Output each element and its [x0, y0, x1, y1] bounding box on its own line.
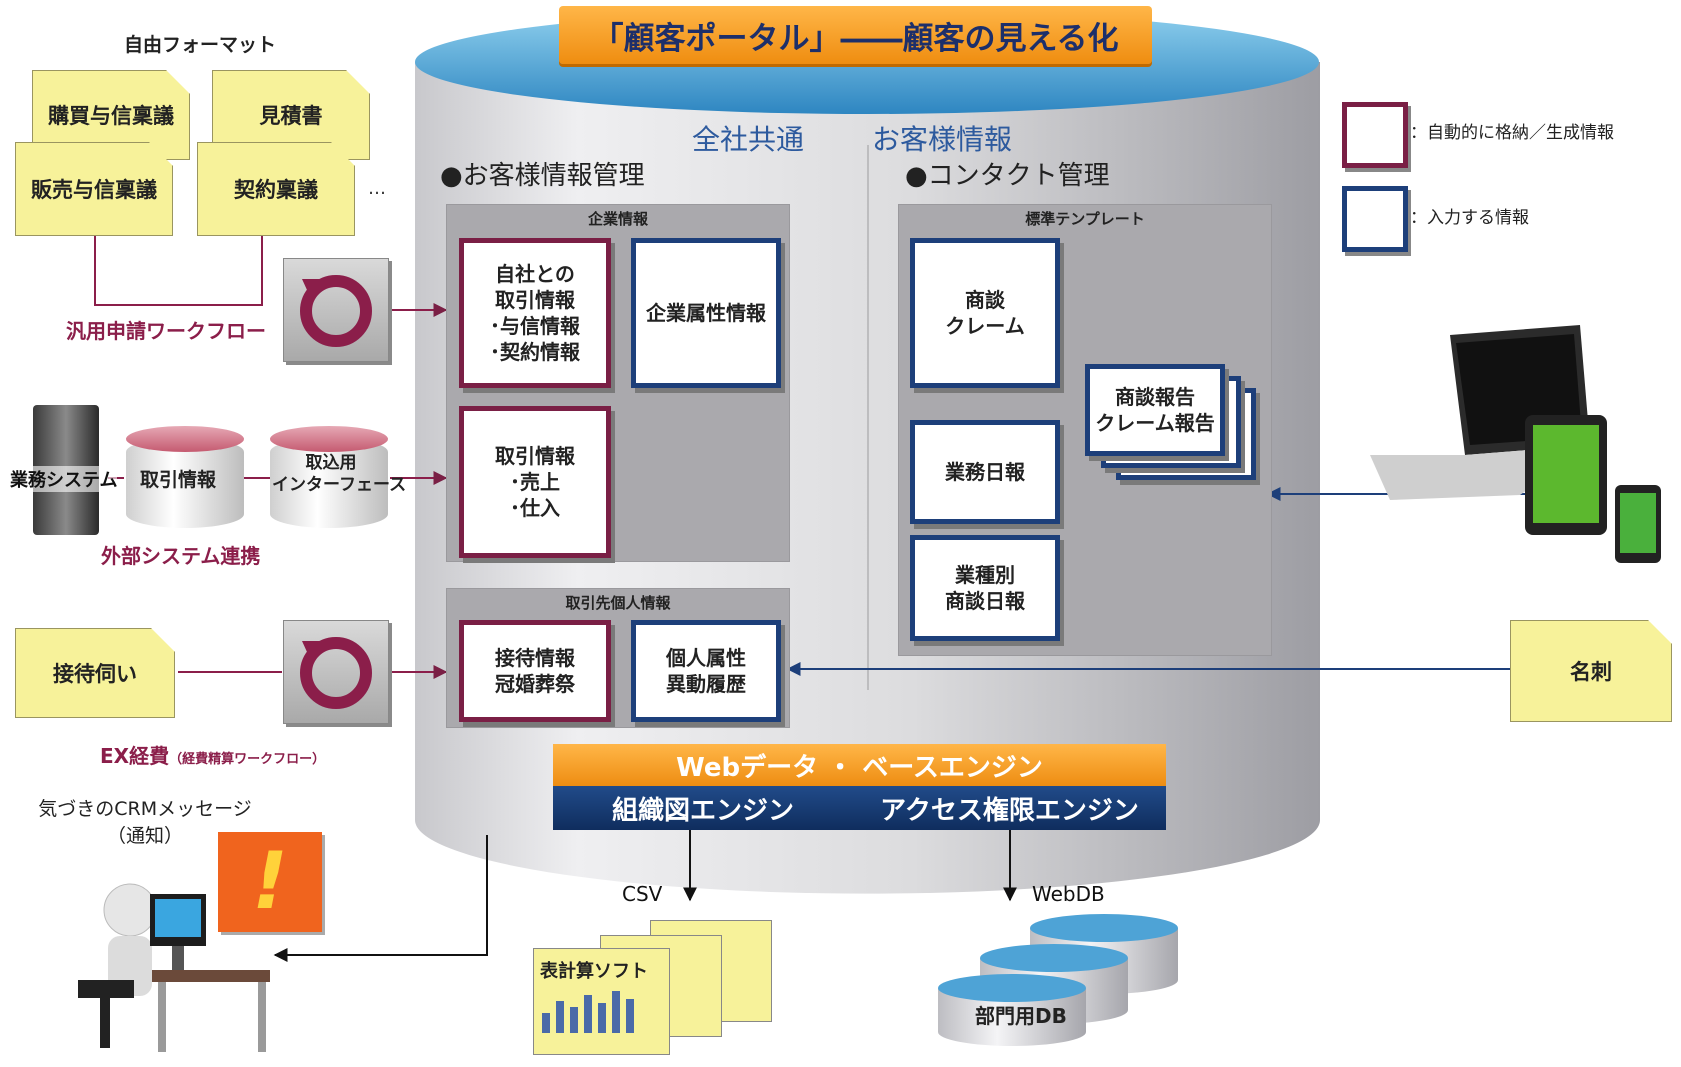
business-system-label: 業務システム — [10, 466, 118, 492]
company-info-panel-title: 企業情報 — [587, 210, 648, 228]
legend-auto-label: ：自動的に格納／生成情報 — [1410, 123, 1614, 143]
cycle-arrow-icon — [300, 275, 372, 347]
alert-notification-icon: ! — [218, 832, 322, 932]
customer-info-header: お客様情報 — [872, 123, 1013, 156]
engine-bar: 組織図エンジン アクセス権限エンジン — [553, 786, 1166, 830]
contract-doc: 契約稟議 — [197, 142, 355, 236]
portal-title: 「顧客ポータル」――顧客の見える化 — [592, 20, 1119, 57]
workflow-icon-2 — [283, 620, 389, 724]
devices-icon — [1370, 325, 1661, 563]
department-db-icon — [938, 914, 1178, 1046]
company-common-header: 全社共通 — [692, 123, 805, 156]
workflow-label: 汎用申請ワークフロー — [66, 319, 266, 343]
transaction-db-icon — [126, 426, 244, 528]
contact-management-label: ●コンタクト管理 — [905, 161, 1110, 191]
transaction-db-label: 取引情報 — [140, 469, 217, 491]
import-interface-label: 取込用 インターフェース — [272, 453, 407, 496]
standard-template-panel-title: 標準テンプレート — [1025, 210, 1145, 228]
entertainment-request-doc: 接待伺い — [15, 628, 175, 718]
business-card-doc: 名刺 — [1510, 620, 1672, 722]
more-docs-ellipsis: … — [368, 178, 386, 199]
company-attributes-box: 企業属性情報 — [631, 238, 781, 388]
entertainment-info-box: 接待情報 冠婚葬祭 — [459, 620, 611, 722]
industry-daily-report-box: 業種別 商談日報 — [910, 535, 1060, 641]
department-db-label: 部門用DB — [975, 1004, 1067, 1028]
legend-input-label: ：入力する情報 — [1410, 208, 1529, 228]
personal-attributes-box: 個人属性 異動履歴 — [631, 620, 781, 722]
org-chart-engine: 組織図エンジン — [611, 795, 794, 826]
spreadsheet-label: 表計算ソフト — [540, 961, 648, 982]
import-interface-icon — [270, 426, 388, 528]
webdb-label: WebDB — [1032, 882, 1105, 906]
legend-auto-swatch — [1342, 102, 1408, 168]
sales-credit-doc: 販売与信稟議 — [15, 142, 173, 236]
transaction-info-box: 取引情報 ･売上 ･仕入 — [459, 406, 611, 558]
cycle-arrow-icon — [300, 637, 372, 709]
web-database-engine: Webデータ ・ ベースエンジン — [553, 744, 1166, 786]
free-format-label: 自由フォーマット — [124, 34, 277, 56]
spreadsheet-icon: 表計算ソフト — [533, 948, 670, 1055]
csv-label: CSV — [622, 882, 663, 906]
daily-report-box: 業務日報 — [910, 420, 1060, 524]
workflow-icon — [283, 258, 389, 362]
transaction-with-us-box: 自社との 取引情報 ･与信情報 ･契約情報 — [459, 238, 611, 388]
negotiation-claim-box: 商談 クレーム — [910, 238, 1060, 388]
external-system-label: 外部システム連携 — [101, 544, 261, 568]
legend-input-swatch — [1342, 186, 1408, 252]
negotiation-report-box: 商談報告 クレーム報告 — [1085, 364, 1225, 456]
portal-title-banner: 「顧客ポータル」――顧客の見える化 — [559, 6, 1152, 64]
bar-chart-icon — [542, 991, 634, 1033]
crm-message-label: 気づきのCRMメッセージ （通知） — [38, 798, 252, 847]
ex-expense-label: EX経費（経費精算ワークフロー） — [100, 744, 326, 768]
partner-person-panel-title: 取引先個人情報 — [565, 594, 671, 612]
access-rights-engine: アクセス権限エンジン — [880, 795, 1139, 826]
customer-info-management-label: ●お客様情報管理 — [440, 161, 645, 191]
user-at-computer-icon — [78, 883, 270, 1052]
